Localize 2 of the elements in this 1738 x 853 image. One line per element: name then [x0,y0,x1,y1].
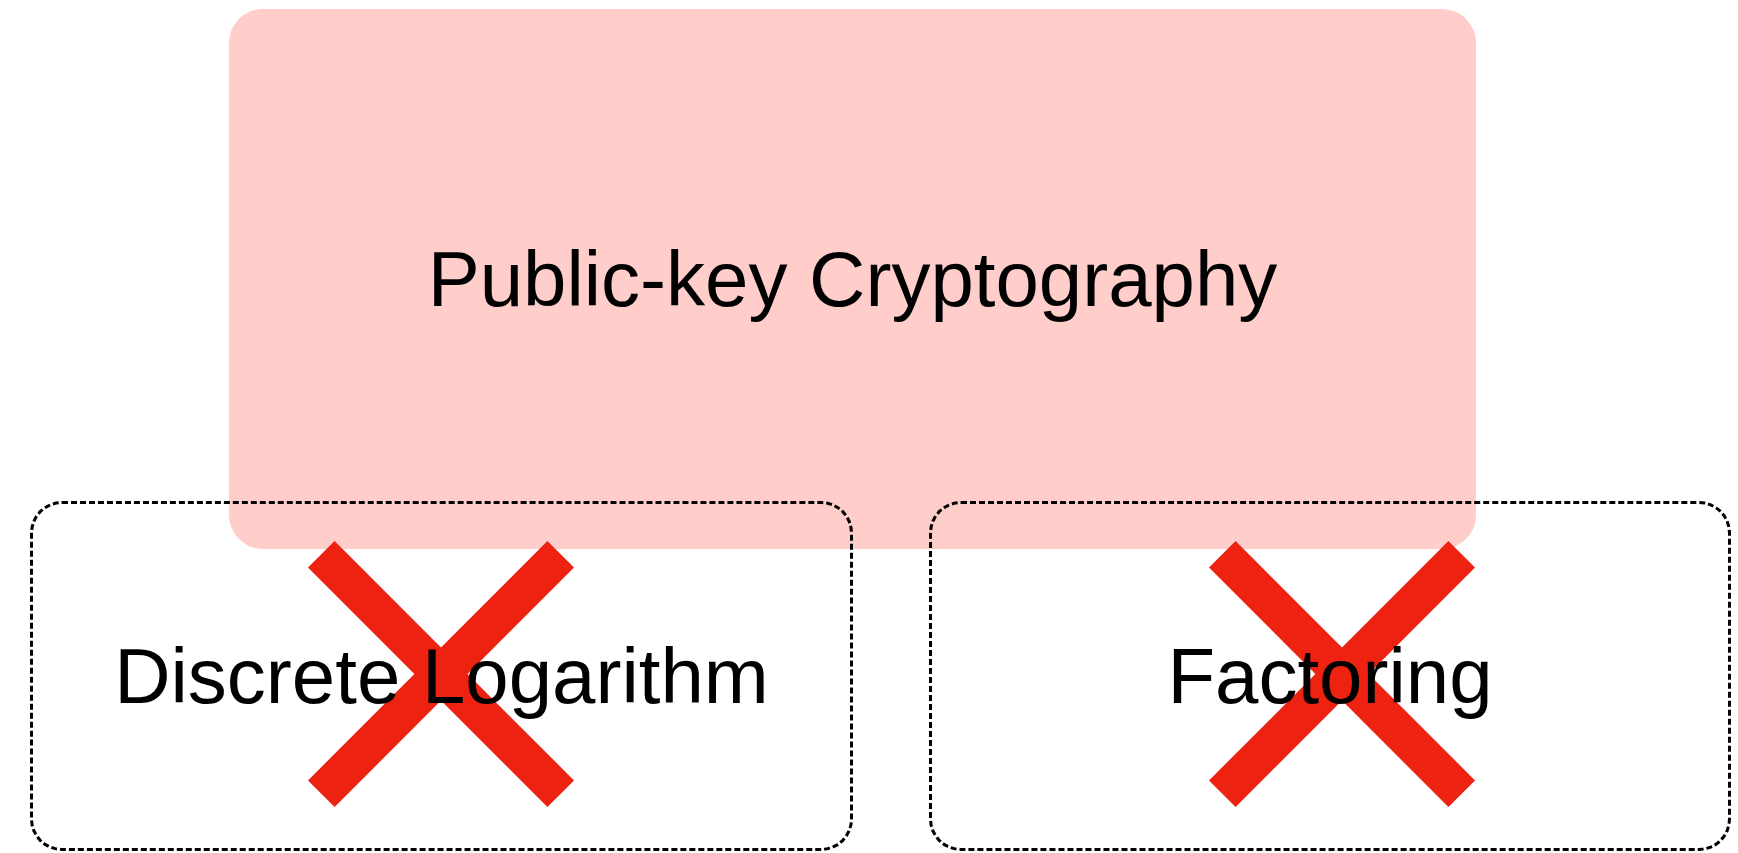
category-box [229,9,1476,549]
node-label: Public-key Cryptography [427,233,1278,325]
